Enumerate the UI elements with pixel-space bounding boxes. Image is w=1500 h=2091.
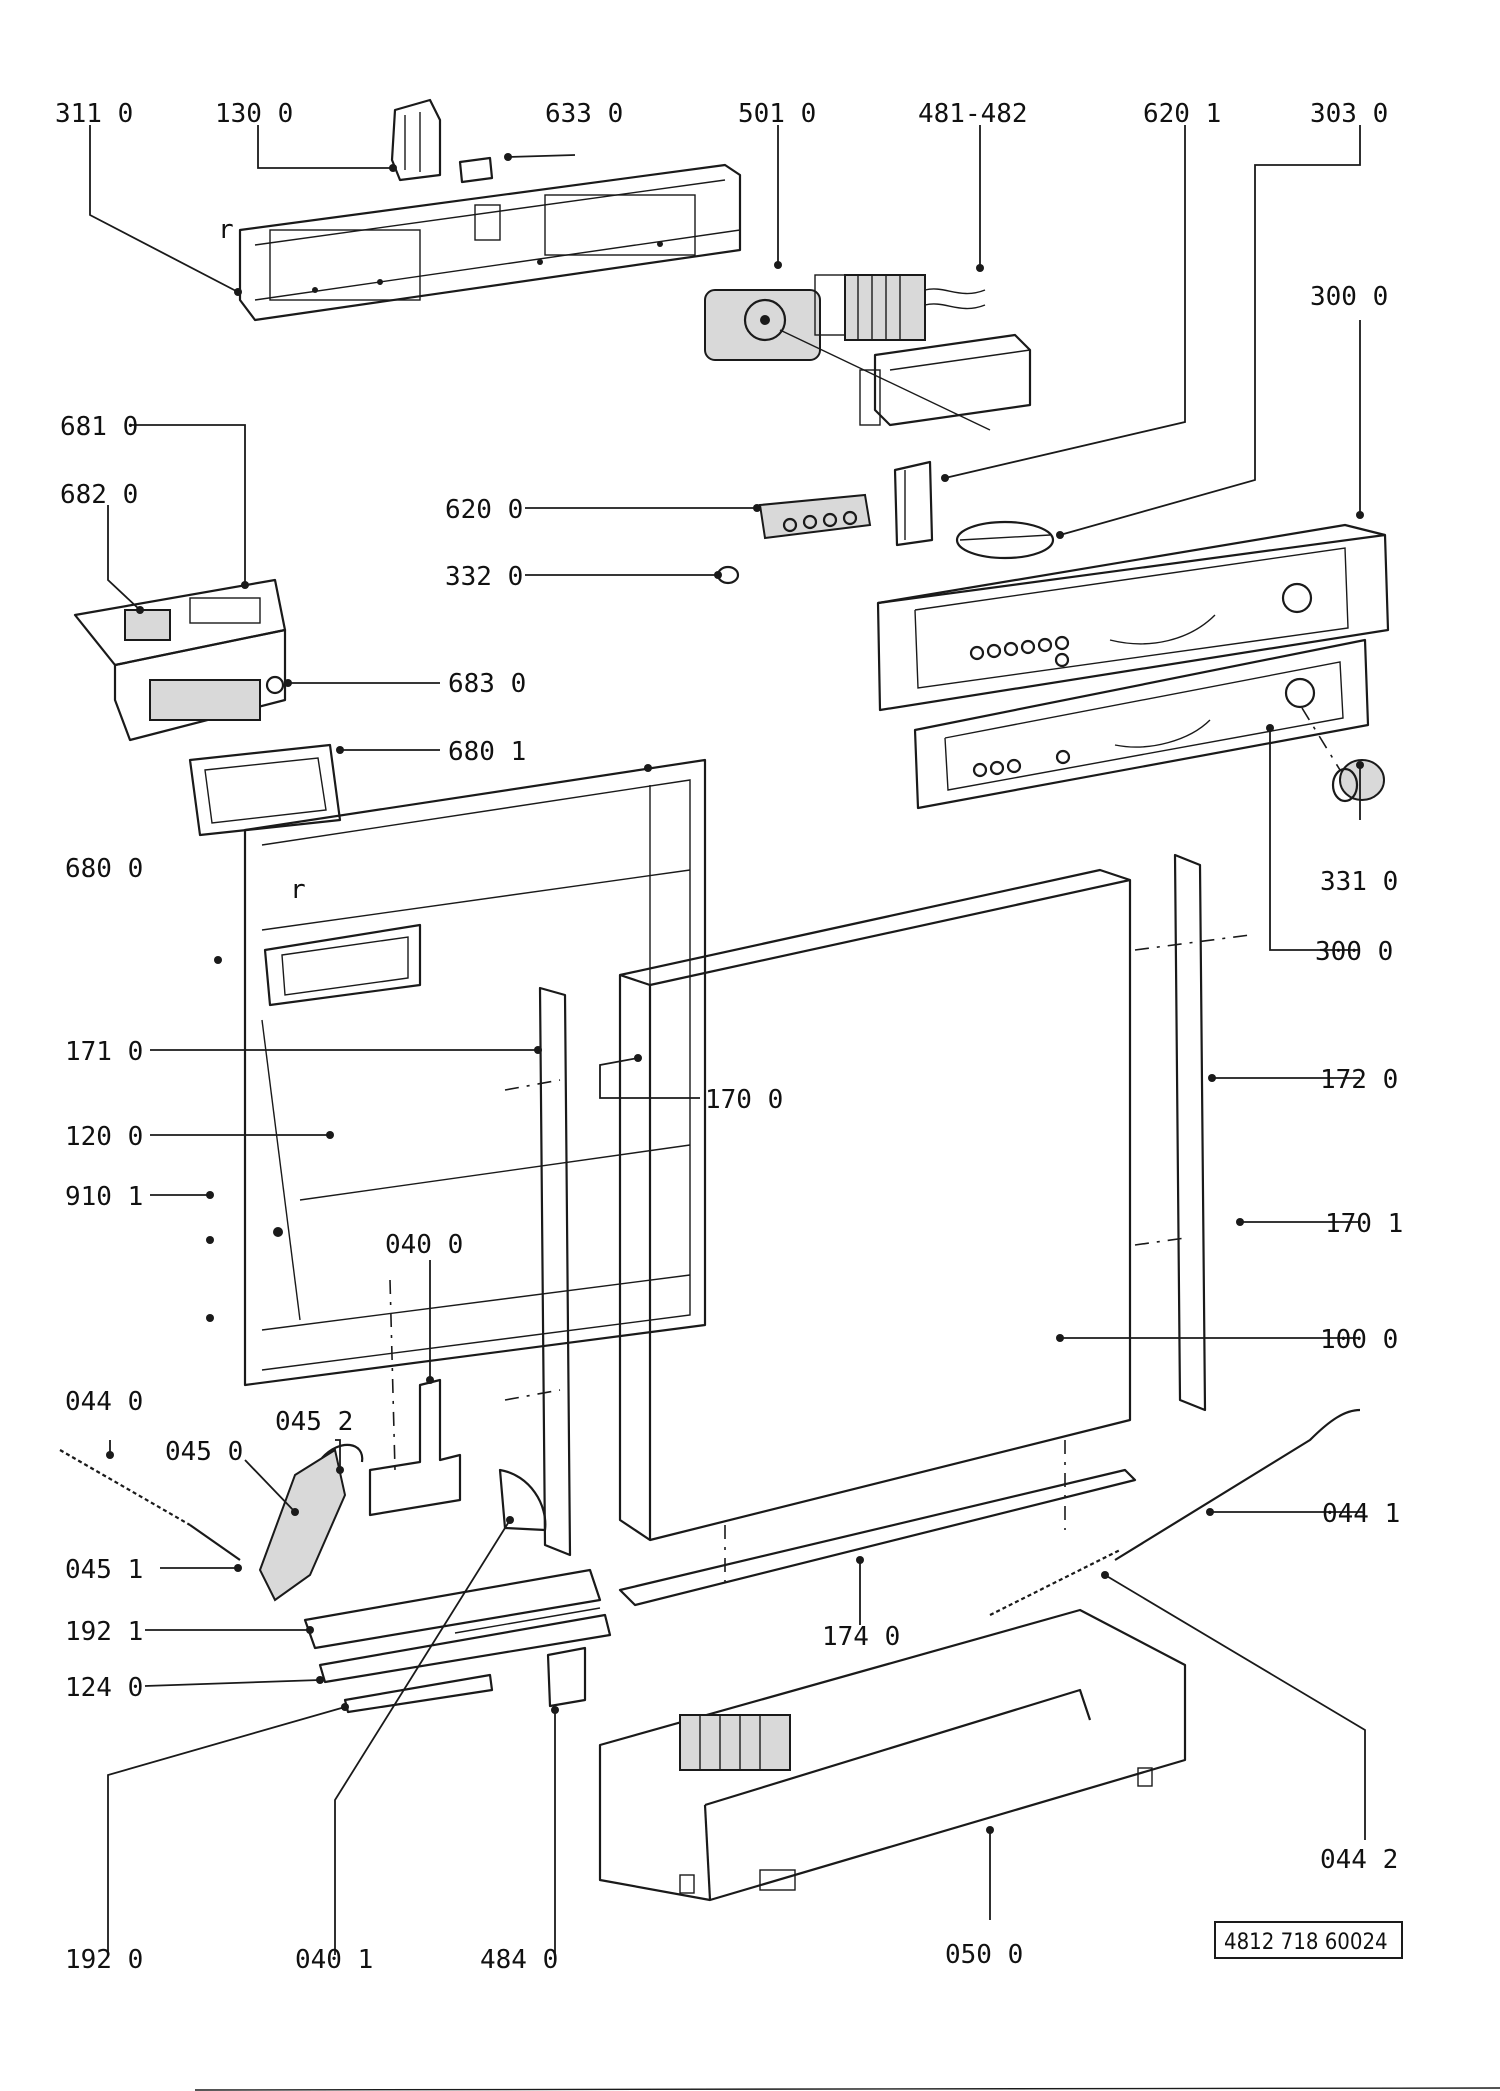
label-044-1: 044 1: [1322, 1499, 1400, 1529]
label-331-0: 331 0: [1320, 867, 1398, 897]
label-192-0: 192 0: [65, 1945, 143, 1975]
part-501-timer: [704, 274, 991, 431]
part-300-control-panel-lower: [913, 638, 1370, 810]
label-481-482: 481-482: [918, 99, 1028, 129]
drawing-code: 4812 718 60024: [1214, 1921, 1403, 1959]
label-100-0: 100 0: [1320, 1325, 1398, 1355]
part-484-bracket: [546, 1646, 587, 1708]
panel-letter-r-top: r: [218, 215, 234, 245]
label-303-0: 303 0: [1310, 99, 1388, 129]
label-171-0: 171 0: [65, 1037, 143, 1067]
label-172-0: 172 0: [1320, 1065, 1398, 1095]
part-172-side-strip: [1134, 853, 1251, 1412]
label-683-0: 683 0: [448, 669, 526, 699]
part-633-clip: [458, 156, 494, 184]
part-044-2-spring: [989, 1549, 1121, 1616]
part-044-spring-left: [59, 1449, 241, 1561]
part-044-1-lever: [1114, 1408, 1361, 1561]
label-484-0: 484 0: [480, 1945, 558, 1975]
part-040-hinge-bracket: [368, 1279, 462, 1517]
part-481-connector: [844, 274, 986, 341]
label-332-0: 332 0: [445, 562, 523, 592]
label-040-0: 040 0: [385, 1230, 463, 1260]
label-192-1: 192 1: [65, 1617, 143, 1647]
label-170-1: 170 1: [1325, 1209, 1403, 1239]
drawing-code-text: 4812 718 60024: [1224, 1930, 1388, 1955]
label-311-0: 311 0: [55, 99, 133, 129]
label-680-0: 680 0: [65, 854, 143, 884]
part-171-side-strip: [504, 986, 572, 1557]
part-311-top-rail: [238, 163, 742, 322]
part-620-1-bracket: [893, 460, 934, 547]
leader-lines: [89, 125, 1366, 1955]
label-044-0: 044 0: [65, 1387, 143, 1417]
label-501-0: 501 0: [738, 99, 816, 129]
label-130-0: 130 0: [215, 99, 293, 129]
label-050-0: 050 0: [945, 1940, 1023, 1970]
label-633-0: 633 0: [545, 99, 623, 129]
label-045-2: 045 2: [275, 1407, 353, 1437]
part-045-hinge-arm: [258, 1443, 364, 1602]
part-303-cover: [955, 520, 1055, 560]
part-100-outer-door-panel: [618, 868, 1132, 1542]
part-120-inner-door-panel: [243, 758, 707, 1387]
label-124-0: 124 0: [65, 1673, 143, 1703]
leader-dots: [106, 153, 1364, 1834]
part-620-0-button-module: [758, 493, 872, 540]
part-192-hinge-rails: [303, 1568, 612, 1714]
label-045-0: 045 0: [165, 1437, 243, 1467]
label-682-0: 682 0: [60, 480, 138, 510]
part-331-rotary-knob: [1301, 707, 1385, 803]
part-680-1-gasket: [188, 743, 342, 837]
label-620-0: 620 0: [445, 495, 523, 525]
part-040-1-quadrant: [498, 1468, 547, 1532]
part-labels: 311 0 130 0 633 0 501 0 481-482 620 1 30…: [55, 99, 1403, 1975]
label-300-0-lower: 300 0: [1315, 937, 1393, 967]
part-050-plinth: [598, 1608, 1187, 1902]
part-300-control-panel-upper: [876, 523, 1390, 712]
label-170-0: 170 0: [705, 1085, 783, 1115]
label-120-0: 120 0: [65, 1122, 143, 1152]
label-620-1: 620 1: [1143, 99, 1221, 129]
part-130-switch: [390, 98, 442, 182]
part-681-dispenser: [73, 578, 287, 742]
label-045-1: 045 1: [65, 1555, 143, 1585]
label-681-0: 681 0: [60, 412, 138, 442]
panel-letter-r-left: r: [290, 875, 306, 905]
label-040-1: 040 1: [295, 1945, 373, 1975]
label-044-2: 044 2: [1320, 1845, 1398, 1875]
label-680-1: 680 1: [448, 737, 526, 767]
part-timer-bracket: [859, 333, 1032, 427]
label-174-0: 174 0: [822, 1622, 900, 1652]
label-300-0-top: 300 0: [1310, 282, 1388, 312]
part-174-bottom-trim: [618, 1440, 1137, 1607]
label-910-1: 910 1: [65, 1182, 143, 1212]
